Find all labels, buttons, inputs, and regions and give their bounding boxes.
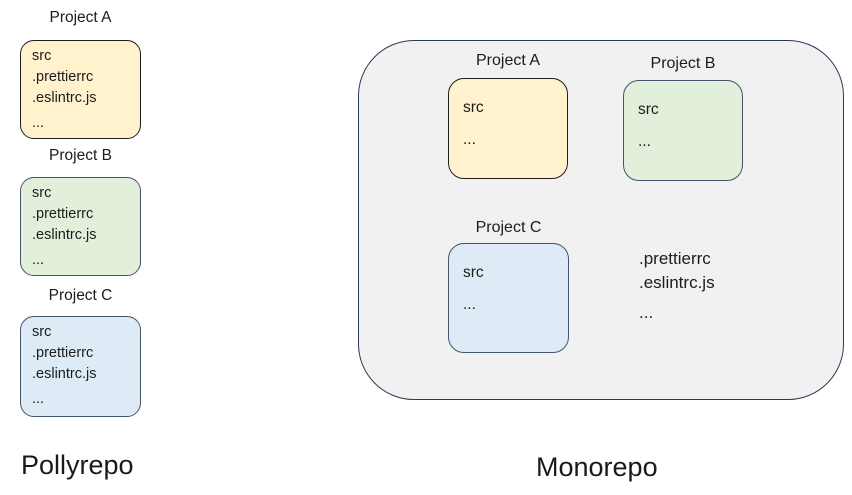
file-label: src bbox=[32, 185, 52, 201]
file-label: src bbox=[463, 99, 484, 116]
file-label: src bbox=[32, 48, 52, 64]
monorepo-project-a-card: src ... bbox=[448, 78, 568, 179]
polyrepo-label: Pollyrepo bbox=[21, 450, 134, 480]
file-label: .eslintrc.js bbox=[639, 273, 715, 292]
monorepo-project-c-card: src ... bbox=[448, 243, 569, 353]
file-label: .prettierrc bbox=[32, 206, 94, 222]
monorepo-project-b-card: src ... bbox=[623, 80, 743, 181]
file-label: .eslintrc.js bbox=[32, 227, 97, 243]
ellipsis-label: ... bbox=[463, 296, 476, 313]
polyrepo-project-b-title: Project B bbox=[49, 147, 112, 164]
ellipsis-label: ... bbox=[639, 303, 654, 322]
file-label: .eslintrc.js bbox=[32, 366, 97, 382]
polyrepo-project-a-card: src .prettierrc .eslintrc.js ... bbox=[20, 40, 141, 139]
file-label: .prettierrc bbox=[32, 69, 94, 85]
monorepo-project-a-title: Project A bbox=[475, 52, 541, 69]
monorepo-project-b-title: Project B bbox=[650, 55, 716, 72]
polyrepo-project-c-card: src .prettierrc .eslintrc.js ... bbox=[20, 316, 141, 417]
monorepo-shared-config: .prettierrc .eslintrc.js ... bbox=[639, 247, 715, 325]
ellipsis-label: ... bbox=[32, 391, 45, 407]
polyrepo-project-b-card: src .prettierrc .eslintrc.js ... bbox=[20, 177, 141, 276]
ellipsis-label: ... bbox=[638, 133, 651, 150]
ellipsis-label: ... bbox=[32, 115, 45, 131]
file-label: .eslintrc.js bbox=[32, 90, 97, 106]
monorepo-label: Monorepo bbox=[536, 452, 658, 482]
monorepo-project-c-title: Project C bbox=[475, 219, 542, 236]
file-label: src bbox=[463, 264, 484, 281]
file-label: .prettierrc bbox=[32, 345, 94, 361]
ellipsis-label: ... bbox=[463, 131, 476, 148]
monorepo-container: Project A src ... Project B src ... Proj… bbox=[358, 40, 844, 400]
file-label: src bbox=[32, 324, 52, 340]
polyrepo-project-c-title: Project C bbox=[48, 287, 113, 304]
polyrepo-project-a-title: Project A bbox=[49, 9, 112, 26]
ellipsis-label: ... bbox=[32, 252, 45, 268]
file-label: src bbox=[638, 101, 659, 118]
file-label: .prettierrc bbox=[639, 249, 711, 268]
